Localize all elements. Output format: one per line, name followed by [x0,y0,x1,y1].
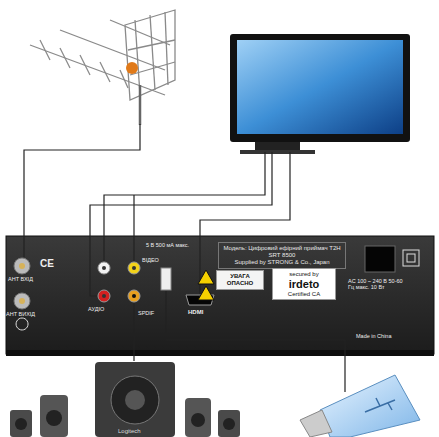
port-label: АНТ ВИХІД [6,311,35,317]
usb-rating: 5 В 500 мА макс. [146,242,189,248]
warning-symbols [198,270,214,300]
warning-label: УВАГАОПАСНО [216,270,264,290]
node-text: УВАГА [220,273,260,280]
wires [24,124,345,392]
tv [230,34,410,154]
port-label: HDMI [188,309,203,316]
power-rating: AC 100 ~ 240 В 50-60 Гц макс. 10 Вт [348,278,406,290]
port-label: АУДІО [88,306,104,312]
receiver-back-panel [6,236,434,356]
node-text: secured by [276,271,332,278]
usb-stick [300,375,420,437]
node-text: Supplied by STRONG & Co., Japan [222,259,342,266]
node-text: Certified CA [276,291,332,298]
port-label: АНТ ВХІД [8,276,33,282]
ce-mark: CE [40,258,54,269]
model-label: Модель: Цифровий ефірний приймач T2H SRT… [218,242,346,269]
port-label: ВІДЕО [142,257,159,263]
origin-label: Made in China [356,333,391,339]
node-text: irdeto [276,278,332,291]
brand-label: Logitech [118,428,141,435]
irdeto-badge: secured byirdetoCertified CA [272,268,336,300]
antenna-amplifier [126,62,138,74]
node-text: ОПАСНО [220,280,260,287]
node-text: Модель: Цифровий ефірний приймач T2H SRT… [222,245,342,259]
antenna [30,10,175,125]
speakers [10,362,240,437]
port-label: SPDIF [138,310,154,316]
